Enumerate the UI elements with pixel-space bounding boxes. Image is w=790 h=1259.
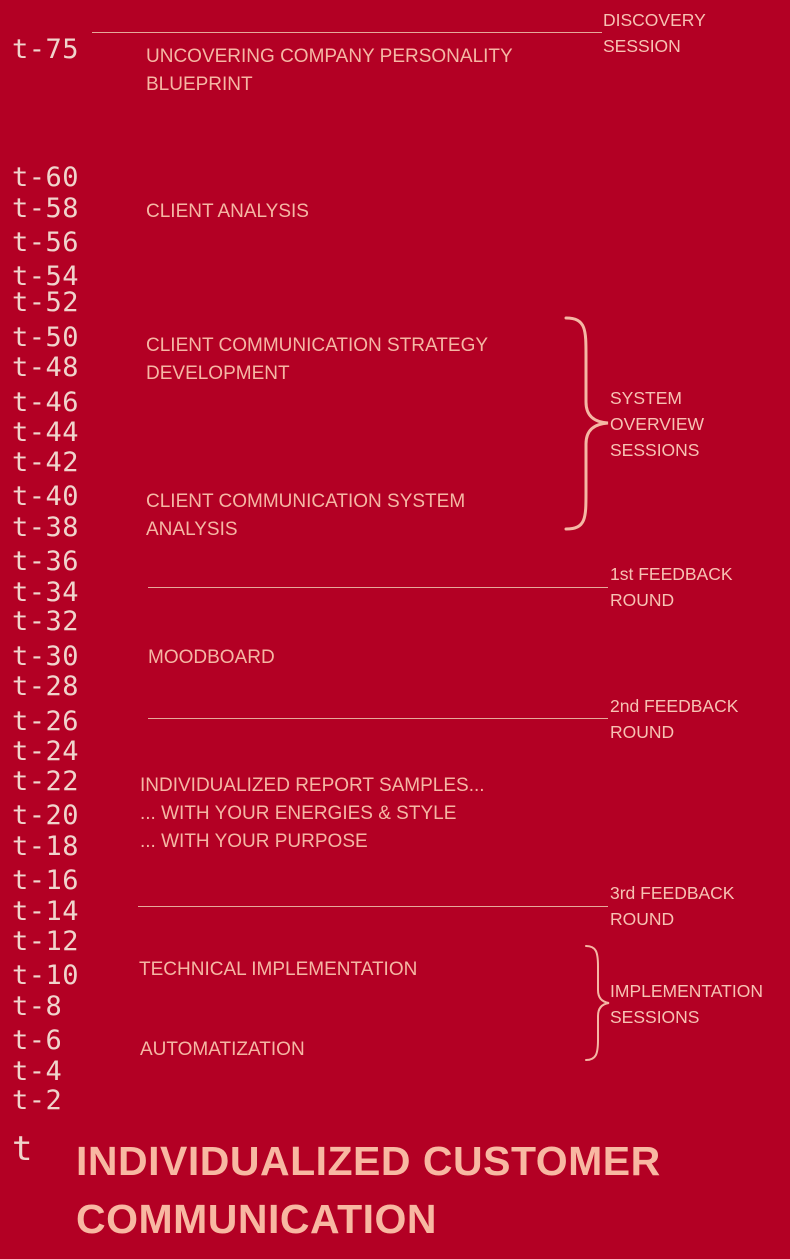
page-title: INDIVIDUALIZED CUSTOMER COMMUNICATION	[76, 1132, 661, 1248]
milestone-line: 2nd FEEDBACK	[610, 696, 739, 716]
tick-label: t-58	[12, 193, 80, 224]
tick-label: t-6	[12, 1025, 63, 1056]
milestone-discovery-session: DISCOVERY SESSION	[603, 7, 706, 59]
tick-label-final: t	[12, 1129, 33, 1169]
tick-label: t-24	[12, 736, 80, 767]
tick-label: t-44	[12, 417, 80, 448]
task-line: CLIENT COMMUNICATION STRATEGY	[146, 335, 489, 356]
tick-label: t-14	[12, 896, 80, 927]
tick-label: t-32	[12, 606, 80, 637]
tick-label: t-10	[12, 960, 80, 991]
tick-label: t-30	[12, 641, 80, 672]
tick-label: t-38	[12, 512, 80, 543]
tick-label: t-28	[12, 671, 80, 702]
milestone-line: ROUND	[610, 909, 675, 929]
task-line: DEVELOPMENT	[146, 363, 290, 384]
milestone-line: IMPLEMENTATION	[610, 981, 763, 1001]
tick-label: t-50	[12, 322, 80, 353]
tick-label: t-22	[12, 766, 80, 797]
implementation-brace	[585, 945, 610, 1061]
tick-label: t-12	[12, 926, 80, 957]
milestone-line: SESSIONS	[610, 440, 700, 460]
task-technical-implementation: TECHNICAL IMPLEMENTATION	[139, 959, 418, 980]
tick-label: t-42	[12, 447, 80, 478]
tick-label: t-4	[12, 1056, 63, 1087]
title-line: COMMUNICATION	[76, 1196, 438, 1242]
tick-label: t-60	[12, 162, 80, 193]
milestone-feedback-3: 3rd FEEDBACK ROUND	[610, 880, 734, 932]
tick-label: t-26	[12, 706, 80, 737]
milestone-line: ROUND	[610, 590, 675, 610]
milestone-line: SYSTEM	[610, 388, 682, 408]
tick-label: t-48	[12, 352, 80, 383]
task-line: ... WITH YOUR ENERGIES & STYLE	[140, 803, 457, 824]
tick-label: t-36	[12, 546, 80, 577]
tick-label: t-34	[12, 577, 80, 608]
system-overview-brace	[564, 316, 609, 531]
tick-label: t-75	[12, 34, 80, 65]
feedback-1-divider	[148, 587, 608, 588]
tick-label: t-56	[12, 227, 80, 258]
tick-label: t-40	[12, 481, 80, 512]
milestone-system-overview-sessions: SYSTEM OVERVIEW SESSIONS	[610, 385, 704, 463]
discovery-divider	[92, 32, 602, 33]
milestone-line: SESSION	[603, 36, 681, 56]
task-line: ANALYSIS	[146, 519, 238, 540]
task-client-analysis: CLIENT ANALYSIS	[146, 201, 309, 222]
tick-label: t-16	[12, 865, 80, 896]
milestone-implementation-sessions: IMPLEMENTATION SESSIONS	[610, 978, 763, 1030]
tick-label: t-18	[12, 831, 80, 862]
milestone-feedback-1: 1st FEEDBACK ROUND	[610, 561, 733, 613]
task-system-analysis: CLIENT COMMUNICATION SYSTEM ANALYSIS	[146, 488, 465, 544]
tick-label: t-46	[12, 387, 80, 418]
tick-label: t-2	[12, 1085, 63, 1116]
task-line: INDIVIDUALIZED REPORT SAMPLES...	[140, 775, 485, 796]
milestone-line: OVERVIEW	[610, 414, 705, 434]
task-line: CLIENT COMMUNICATION SYSTEM	[146, 491, 466, 512]
tick-label: t-8	[12, 991, 63, 1022]
title-line: INDIVIDUALIZED CUSTOMER	[76, 1138, 661, 1184]
milestone-line: ROUND	[610, 722, 675, 742]
milestone-line: DISCOVERY	[603, 10, 706, 30]
task-line: BLUEPRINT	[146, 74, 253, 95]
milestone-line: SESSIONS	[610, 1007, 700, 1027]
feedback-2-divider	[148, 718, 608, 719]
milestone-line: 1st FEEDBACK	[610, 564, 733, 584]
tick-label: t-20	[12, 800, 80, 831]
milestone-feedback-2: 2nd FEEDBACK ROUND	[610, 693, 738, 745]
tick-label: t-52	[12, 287, 80, 318]
task-automatization: AUTOMATIZATION	[140, 1039, 305, 1060]
task-personality-blueprint: UNCOVERING COMPANY PERSONALITY BLUEPRINT	[146, 43, 513, 99]
task-moodboard: MOODBOARD	[148, 647, 275, 668]
feedback-3-divider	[138, 906, 608, 907]
milestone-line: 3rd FEEDBACK	[610, 883, 735, 903]
tick-label: t-54	[12, 261, 80, 292]
task-line: ... WITH YOUR PURPOSE	[140, 831, 368, 852]
task-strategy-development: CLIENT COMMUNICATION STRATEGY DEVELOPMEN…	[146, 332, 488, 388]
task-report-samples: INDIVIDUALIZED REPORT SAMPLES... ... WIT…	[140, 772, 485, 856]
task-line: UNCOVERING COMPANY PERSONALITY	[146, 46, 513, 67]
